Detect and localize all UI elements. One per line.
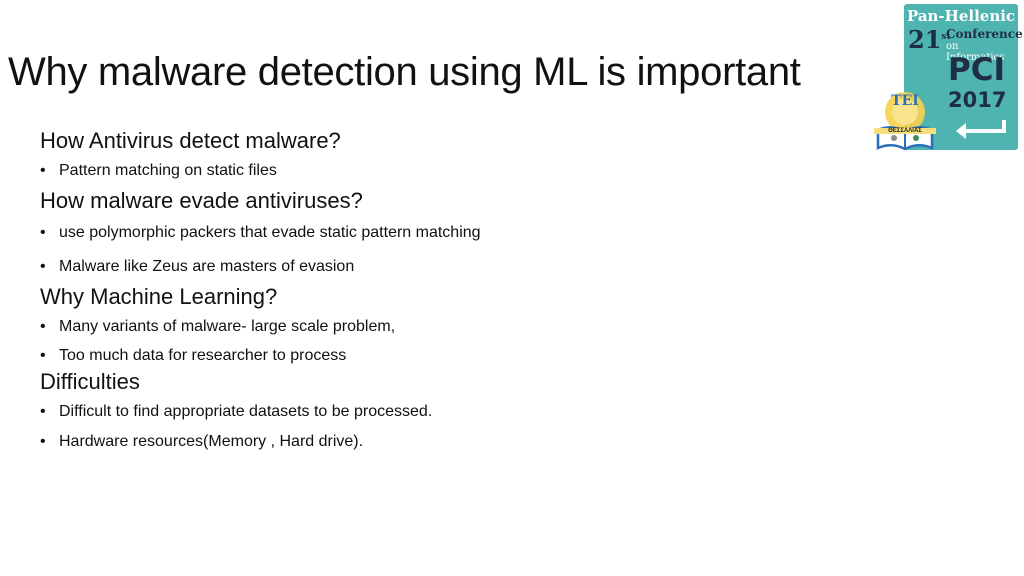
bullet-item: • Many variants of malware- large scale … (40, 318, 860, 336)
logo-year: 2017 (948, 88, 1007, 112)
bullet-item: • Too much data for researcher to proces… (40, 347, 860, 365)
section-heading-ml: Why Machine Learning? (40, 284, 278, 309)
tei-subtitle: ΘΕΣΣΑΛΙΑΣ (874, 128, 936, 134)
bullet-item: • Malware like Zeus are masters of evasi… (40, 258, 860, 276)
bullet-dot: • (40, 347, 46, 364)
section-heading-antivirus: How Antivirus detect malware? (40, 128, 341, 153)
logo-acronym: PCI (948, 52, 1006, 88)
bullet-text: use polymorphic packers that evade stati… (59, 224, 481, 241)
return-arrow-icon (956, 120, 1006, 139)
tei-text: TEI (891, 93, 919, 109)
bullet-item: • Difficult to find appropriate datasets… (40, 403, 860, 421)
bullet-item: • use polymorphic packers that evade sta… (40, 224, 860, 242)
logo-pan-hellenic: Pan-Hellenic (906, 7, 1016, 25)
logo-edition-number: 21st (908, 25, 951, 54)
bullet-dot: • (40, 224, 46, 241)
tei-thessaly-logo: TEI ΘΕΣΣΑΛΙΑΣ (872, 90, 938, 152)
pci-2017-logo: Pan-Hellenic 21st Conference on Informat… (904, 4, 1023, 150)
sun-rays-icon (876, 92, 934, 151)
bullet-text: Difficult to find appropriate datasets t… (59, 403, 433, 420)
bullet-item: • Pattern matching on static files (40, 162, 860, 180)
bullet-text: Pattern matching on static files (59, 162, 277, 179)
bullet-dot: • (40, 433, 46, 450)
slide-body: How Antivirus detect malware? • Pattern … (40, 128, 860, 451)
section-heading-evasion: How malware evade antiviruses? (40, 188, 363, 213)
bullet-dot: • (40, 162, 46, 179)
bullet-dot: • (40, 403, 46, 420)
bullet-text: Too much data for researcher to process (59, 347, 347, 364)
bullet-dot: • (40, 318, 46, 335)
section-heading-difficulties: Difficulties (40, 369, 140, 394)
slide-title: Why malware detection using ML is import… (8, 50, 801, 94)
logo-conference-label: Conference (946, 27, 1023, 41)
bullet-item: • Hardware resources(Memory , Hard drive… (40, 433, 860, 451)
bullet-text: Many variants of malware- large scale pr… (59, 318, 396, 335)
bullet-dot: • (40, 258, 46, 275)
bullet-text: Malware like Zeus are masters of evasion (59, 258, 355, 275)
logo-informatics-label: on Informatics (946, 41, 1005, 63)
bullet-text: Hardware resources(Memory , Hard drive). (59, 433, 364, 450)
